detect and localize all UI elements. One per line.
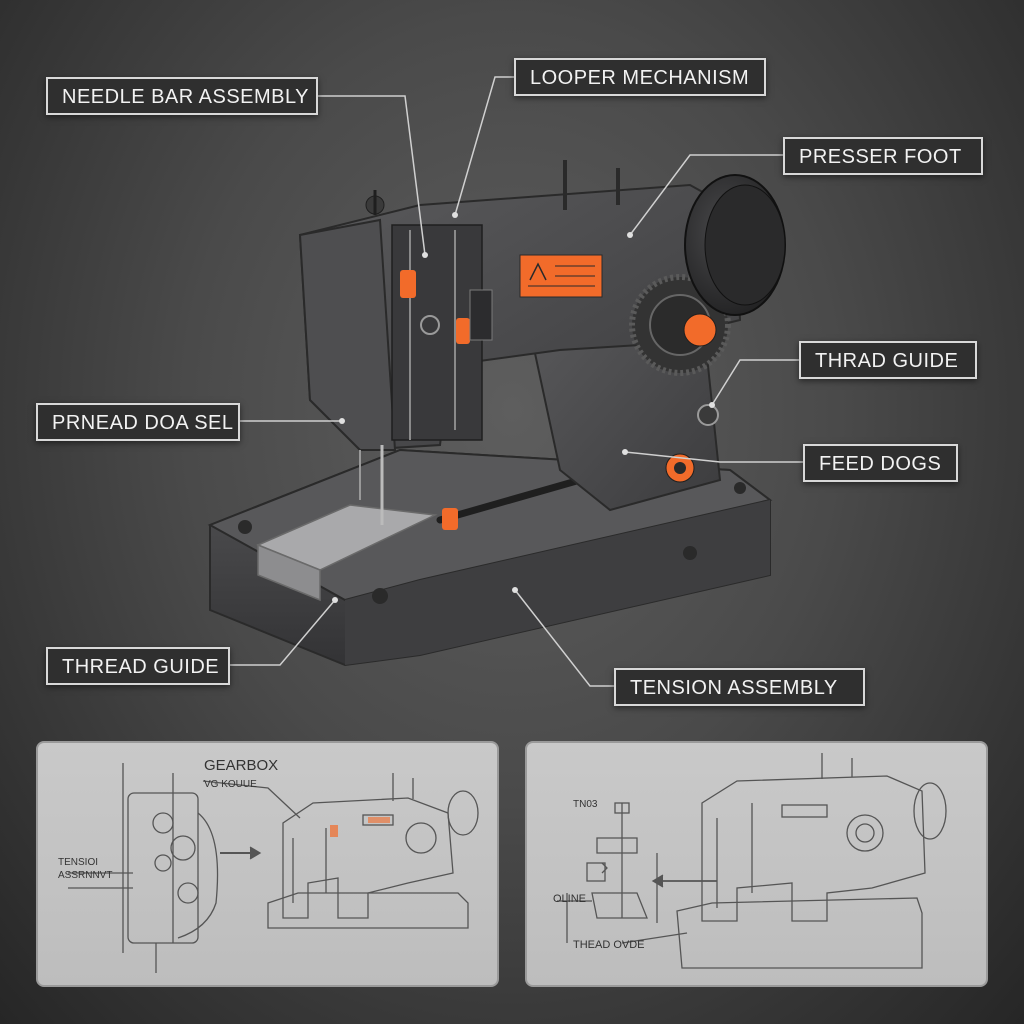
head-mechanism <box>359 190 493 525</box>
callout-needle-bar-assembly: NEEDLE BAR ASSEMBLY <box>46 77 318 115</box>
sketch-label-vg-kouue: VG KOUUE <box>204 779 257 790</box>
callout-feed-dogs: FEED DOGS <box>803 444 958 482</box>
leader-lines <box>228 76 805 687</box>
callout-tension-assembly: TENSION ASSEMBLY <box>614 668 865 706</box>
sewing-machine-illustration <box>207 76 805 687</box>
sketch-label-tension-2: ASSRNNVT <box>58 870 113 881</box>
sketch-panel-right: TN03 OLINE THEAD OVDE <box>525 741 988 987</box>
callout-looper-mechanism: LOOPER MECHANISM <box>514 58 766 96</box>
callout-prnead-doa-sel: PRNEAD DOA SEL <box>36 403 240 441</box>
handwheel <box>684 174 786 316</box>
sketch-label-tn03: TN03 <box>573 799 598 810</box>
callout-thread-guide: THREAD GUIDE <box>46 647 230 685</box>
sketch-right-drawing <box>557 753 947 969</box>
sketch-left-drawing <box>68 763 479 973</box>
sketch-label-oline: OLINE <box>553 893 587 905</box>
callout-presser-foot: PRESSER FOOT <box>783 137 983 175</box>
sketch-label-tension-1: TENSIOI <box>58 857 99 868</box>
callout-thrad-guide: THRAD GUIDE <box>799 341 977 379</box>
sketch-panel-left: GEARBOX VG KOUUE TENSIOI ASSRNNVT <box>36 741 499 987</box>
needle-plate <box>256 504 438 602</box>
sketch-label-gearbox: GEARBOX <box>204 757 279 774</box>
brand-plate <box>519 254 603 298</box>
sketch-label-thead-ovde: THEAD OVDE <box>573 939 645 951</box>
